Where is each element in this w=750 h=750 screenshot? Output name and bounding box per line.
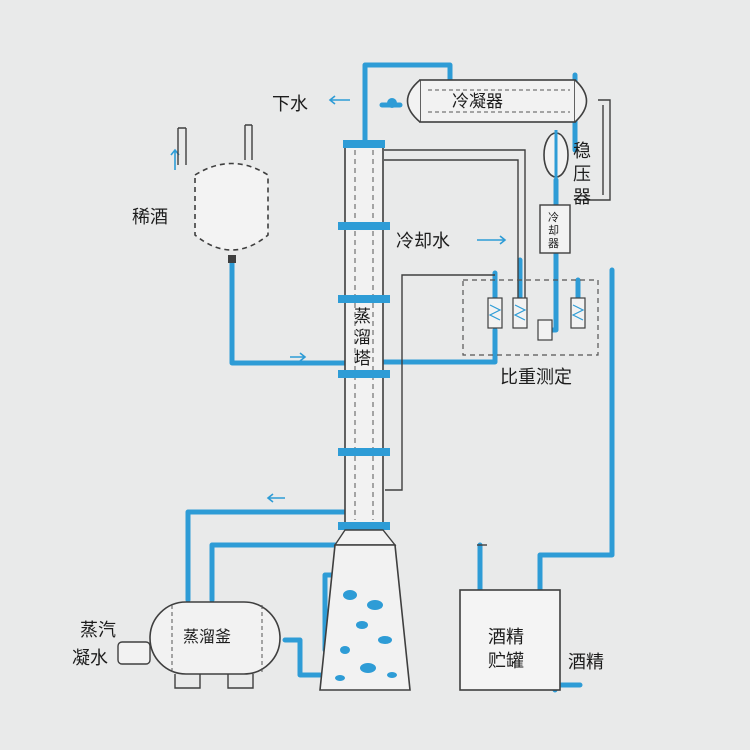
label-column-1: 蒸 [354, 307, 371, 327]
pressure-stabilizer [543, 130, 569, 180]
label-alcohol: 酒精 [568, 652, 604, 673]
fire-blob [367, 600, 383, 610]
arrow-cooling-water [477, 235, 507, 245]
condenser-right-cap [574, 79, 588, 123]
furnace [319, 544, 411, 691]
column-flange-1 [338, 222, 390, 230]
pipe-kettle-outlet [282, 637, 323, 678]
pipe-to-alcohol-tank [537, 267, 615, 593]
gauge-1 [487, 297, 503, 329]
gauge-zigzag [571, 304, 585, 321]
label-condensate: 凝水 [72, 648, 108, 669]
kettle-leg-left [174, 674, 201, 689]
kettle-body [149, 601, 281, 675]
fire-blob [335, 675, 345, 681]
feed-pipe-dilute-alcohol [229, 259, 348, 366]
label-still-kettle: 蒸溜釜 [183, 627, 231, 646]
labels: 下水 冷凝器 稳 压 器 稀酒 冷 却 器 冷却水 蒸 溜 塔 比重测定 蒸汽 … [72, 92, 604, 673]
label-down-water: 下水 [272, 94, 308, 115]
kettle-leg-right [227, 674, 254, 689]
label-dilute-alcohol: 稀酒 [132, 207, 168, 228]
gauge-zigzag [488, 304, 502, 321]
column-flange-5 [338, 522, 390, 530]
cooler [539, 204, 571, 254]
fire-blob [387, 672, 397, 678]
vapor-pipe-column-to-condenser [362, 62, 453, 143]
pipe-column-to-kettle-2 [209, 542, 348, 603]
thin-pipe-dilute-top [177, 127, 187, 165]
gauge-2 [512, 297, 528, 329]
still-kettle [117, 601, 281, 689]
gauge-3 [570, 297, 586, 329]
label-alcohol-tank-1: 酒精 [488, 627, 524, 648]
dilute-alcohol-tank [194, 162, 269, 263]
gravity-box-dashed [462, 279, 599, 356]
pipe-column-to-kettle-1 [185, 509, 348, 603]
label-condenser: 冷凝器 [452, 92, 503, 112]
dilute-tank-body [194, 162, 269, 251]
furnace-fire-pattern [335, 590, 397, 681]
column-cap [343, 140, 385, 148]
label-column-2: 溜 [354, 328, 371, 348]
dilute-tank-outlet [228, 255, 236, 263]
thin-pipe-stabilizer-side [578, 99, 611, 201]
label-specific-gravity: 比重测定 [500, 367, 572, 388]
pipe-gauge-loop-2 [380, 327, 498, 365]
fire-blob [356, 621, 368, 629]
column-body [344, 144, 384, 526]
fire-blob [360, 663, 376, 673]
column-base-reducer [333, 529, 397, 546]
thin-pipe-cooling-return [385, 274, 495, 491]
label-cooler-3: 器 [548, 237, 559, 250]
label-cooler-1: 冷 [548, 211, 559, 224]
distillation-column [333, 140, 397, 546]
fire-blob [343, 590, 357, 600]
label-column-3: 塔 [354, 349, 371, 369]
fire-blob [340, 646, 350, 654]
label-cooling-water: 冷却水 [396, 231, 450, 252]
specific-gravity-box [462, 279, 599, 356]
alcohol-storage-tank [459, 589, 561, 691]
condenser [387, 79, 588, 123]
label-stabilizer-2: 压 [573, 164, 591, 185]
label-stabilizer-3: 器 [573, 187, 591, 208]
cooler-body [539, 204, 571, 254]
fire-blob [378, 636, 392, 644]
condenser-valve [387, 98, 397, 108]
thin-pipe-top-right [384, 149, 526, 300]
condenser-left-cap [406, 79, 421, 123]
gauge-zigzag [513, 304, 527, 321]
arrow-feed [290, 352, 307, 362]
label-alcohol-tank-2: 贮罐 [488, 651, 524, 672]
kettle-steam-nozzle [117, 641, 151, 665]
column-flange-3 [338, 370, 390, 378]
column-flange-2 [338, 295, 390, 303]
gauge-collector [537, 319, 553, 341]
label-cooler-2: 却 [548, 224, 559, 237]
furnace-body [319, 544, 411, 691]
pipe-cooler-to-gauges [542, 247, 559, 333]
thin-pipes [177, 99, 611, 546]
alcohol-tank-body [459, 589, 561, 691]
condenser-body [419, 79, 576, 123]
flow-arrows [170, 95, 507, 503]
arrow-reflux [266, 493, 285, 503]
label-steam: 蒸汽 [80, 620, 116, 641]
label-stabilizer-1: 稳 [573, 141, 591, 162]
column-flange-4 [338, 448, 390, 456]
arrow-down-water [328, 95, 350, 105]
thin-pipe-dilute-right [244, 124, 253, 160]
